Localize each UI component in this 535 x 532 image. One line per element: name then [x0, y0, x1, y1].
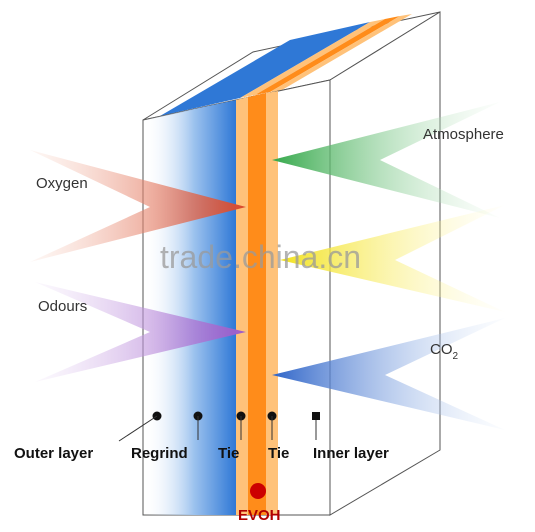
- outer-layer-leader: [118, 415, 158, 442]
- tie-2-label: Tie: [268, 445, 289, 462]
- oxygen-arrow: [30, 150, 246, 262]
- outer-layer-label: Outer layer: [14, 445, 93, 462]
- inner-layer-label: Inner layer: [313, 445, 389, 462]
- odours-arrow: [35, 282, 246, 382]
- layer-markers: [118, 411, 320, 442]
- evoh-marker: [250, 483, 266, 499]
- evoh-label: EVOH: [238, 507, 281, 524]
- moisture-arrow: [280, 205, 505, 312]
- film-top-face: [142, 11, 441, 121]
- oxygen-label: Oxygen: [36, 175, 88, 192]
- inner-layer-marker: [312, 412, 320, 420]
- regrind-label: Regrind: [131, 445, 188, 462]
- tie-layer-band-2: [266, 91, 278, 515]
- watermark-text: trade.china.cn: [160, 239, 361, 275]
- co2-arrow: [272, 318, 505, 430]
- co2-label: CO2: [430, 341, 459, 362]
- co2-label-main: CO: [430, 341, 453, 358]
- odours-label: Odours: [38, 298, 87, 315]
- tie-layer-band-1: [236, 97, 248, 515]
- tie-1-label: Tie: [218, 445, 239, 462]
- co2-label-subscript: 2: [453, 351, 459, 362]
- atmosphere-label: Atmosphere: [423, 126, 504, 143]
- evoh-layer-band: [248, 93, 266, 515]
- atmosphere-arrow: [272, 102, 500, 218]
- film-front-face: [142, 79, 331, 516]
